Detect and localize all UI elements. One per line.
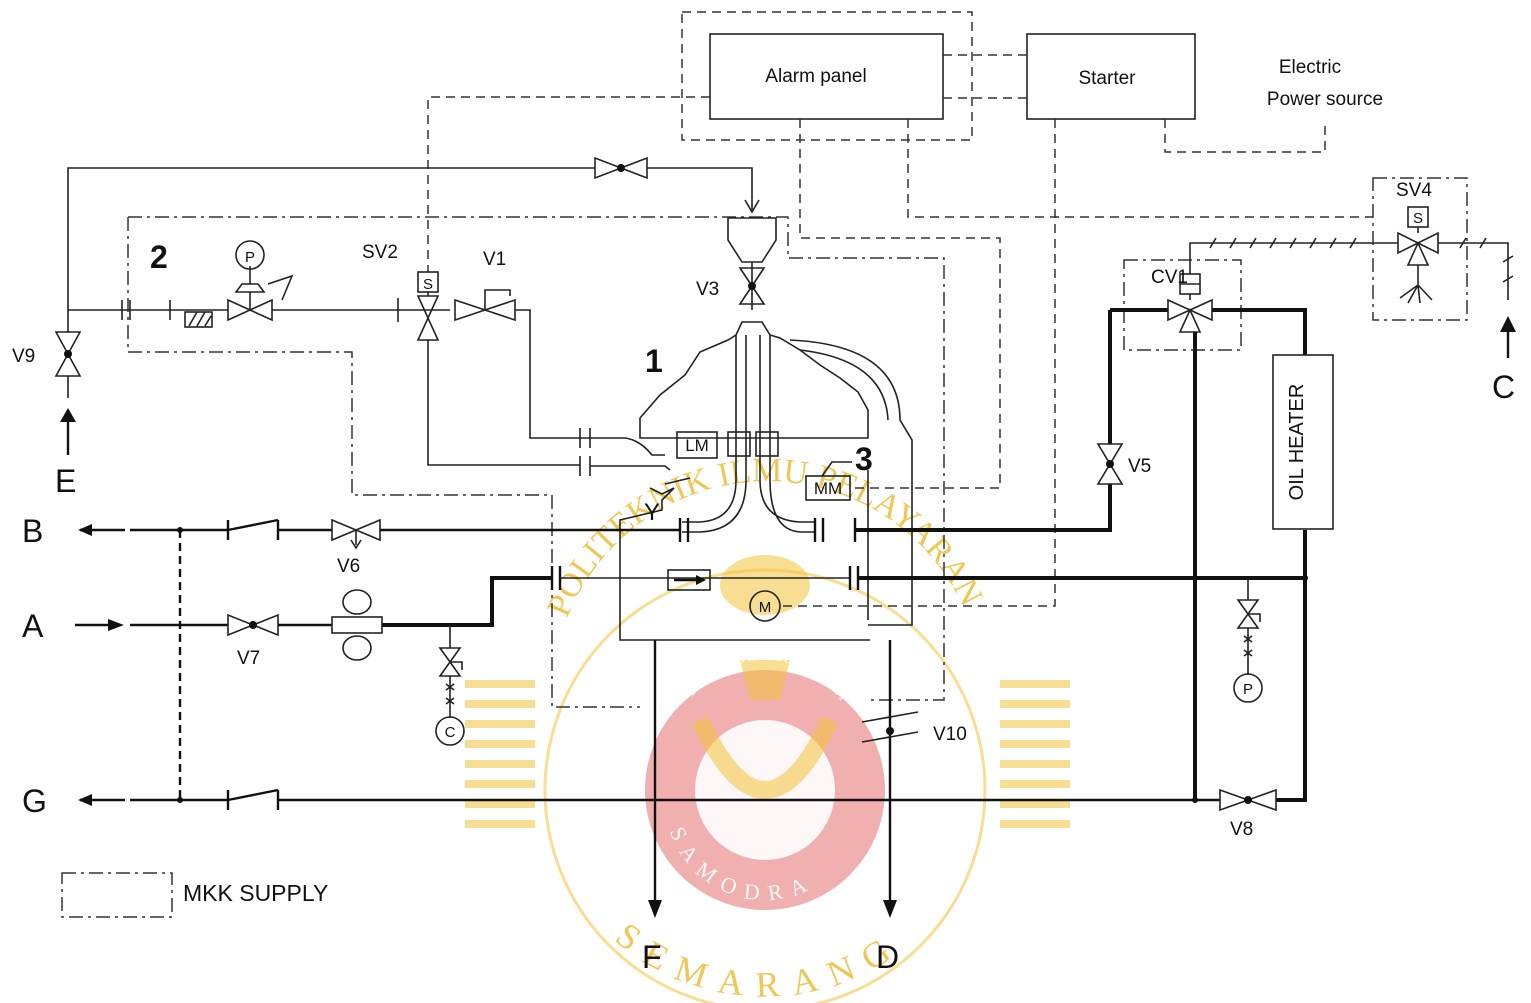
motor-circle <box>749 590 781 622</box>
watermark-emblem: POLITEKNIK ILMU PELAYARAN SEMARANG BHINN… <box>0 0 1070 1003</box>
oil-heater-label: OIL HEATER <box>1286 384 1308 501</box>
pressure-gauge-label: P <box>245 249 255 266</box>
control-air-line <box>1189 206 1516 358</box>
motor-monitor-label: MM <box>814 479 842 498</box>
component-number-3: 3 <box>855 441 873 477</box>
legend-label: MKK SUPPLY <box>183 880 328 906</box>
watermark-ribbon-text: BHINNEKA EKA BHAKTI <box>0 0 853 706</box>
label-v9: V9 <box>12 346 35 367</box>
power-source-label-2: Power source <box>1267 89 1383 110</box>
motor-label: M <box>759 599 772 616</box>
valve-v3-symbol <box>738 267 766 305</box>
mkk-supply-boundary <box>61 177 1468 918</box>
heater-circuit <box>1110 273 1334 803</box>
port-g: G <box>22 783 47 819</box>
component-number-2: 2 <box>150 239 168 275</box>
operating-water-line <box>68 240 580 466</box>
hopper <box>727 217 777 263</box>
outlet-b-line <box>78 310 1124 550</box>
outlet-g-line <box>78 527 1307 812</box>
mm-box <box>805 475 851 501</box>
label-v5: V5 <box>1128 456 1151 477</box>
port-c: C <box>1492 369 1515 405</box>
level-monitor-label: LM <box>685 436 709 455</box>
lm-box <box>676 431 718 459</box>
inlet-a-line <box>75 566 1305 746</box>
label-v1: V1 <box>483 249 506 270</box>
valve-v10-symbol <box>861 711 919 743</box>
oil-heater-box <box>1272 354 1334 530</box>
label-v10: V10 <box>933 724 967 745</box>
inlet-e <box>54 310 82 455</box>
flow-meter <box>331 616 383 634</box>
label-sv4: SV4 <box>1396 180 1432 201</box>
separator-body <box>579 321 913 641</box>
drain-lines <box>648 640 919 918</box>
solenoid-label-sv4: S <box>1413 210 1423 227</box>
label-cv1: CV1 <box>1151 267 1188 288</box>
alarm-panel-box <box>709 33 944 120</box>
port-d: D <box>876 939 899 975</box>
valve-cv1-symbol <box>1167 298 1213 333</box>
label-v6: V6 <box>337 556 360 577</box>
power-source-label-1: Electric <box>1279 57 1341 78</box>
valve-v5-symbol <box>1096 443 1124 485</box>
label-v3: V3 <box>696 279 719 300</box>
valve-sv4-symbol <box>1397 231 1439 266</box>
signal-lines <box>427 54 1373 607</box>
alarm-panel-label: Alarm panel <box>765 66 866 87</box>
port-e: E <box>55 463 76 499</box>
compound-gauge-label-a: C <box>445 724 456 741</box>
port-a: A <box>22 608 44 644</box>
valve-sv2-symbol <box>416 295 440 341</box>
y-label: Y <box>644 499 660 526</box>
port-b: B <box>22 513 43 549</box>
water-supply-line <box>67 156 777 310</box>
component-number-1: 1 <box>645 343 663 379</box>
control-boundary <box>681 11 973 141</box>
solenoid-label-sv2: S <box>423 276 433 293</box>
label-v8: V8 <box>1230 819 1253 840</box>
starter-label: Starter <box>1078 68 1136 89</box>
label-v7: V7 <box>237 648 260 669</box>
label-sv2: SV2 <box>362 242 398 263</box>
pressure-gauge-label-heater: P <box>1243 681 1253 698</box>
starter-box <box>1026 33 1196 120</box>
port-f: F <box>642 939 662 975</box>
legend-swatch <box>61 872 173 918</box>
